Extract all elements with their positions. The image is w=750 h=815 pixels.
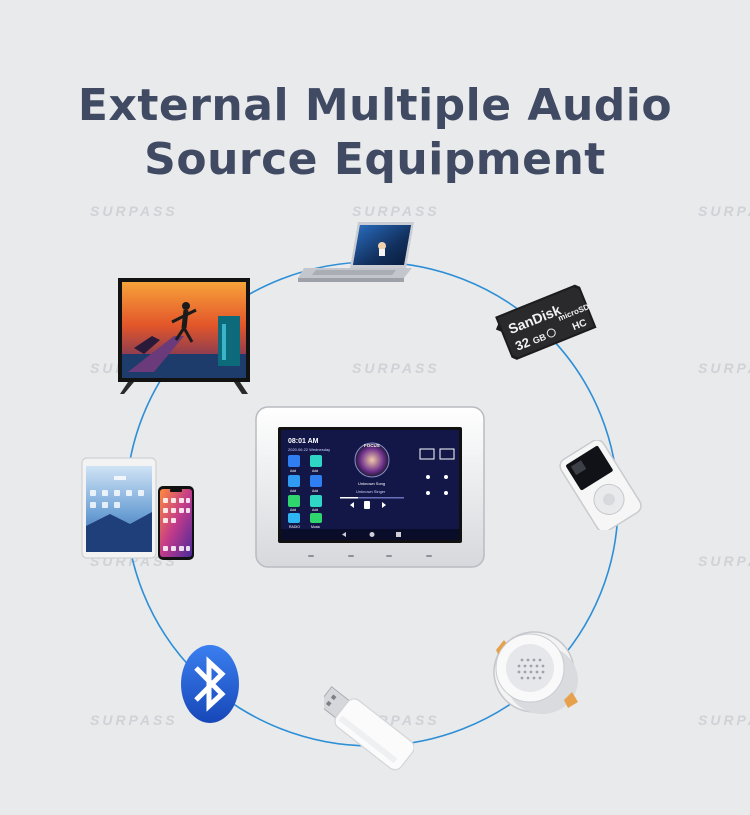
laptop-icon xyxy=(298,222,414,282)
panel-time: 08:01 AM xyxy=(288,438,319,445)
smartphone-icon xyxy=(158,486,194,560)
app-label: Music xyxy=(311,525,320,529)
watermark: SURPASS xyxy=(352,203,440,219)
watermark: SURPASS xyxy=(698,553,750,569)
song-title: Unknown Song xyxy=(358,481,385,486)
watermark: SURPASS xyxy=(698,712,750,728)
tablet-icon xyxy=(81,457,157,559)
tv-icon xyxy=(118,278,250,394)
page-title-line1: External Multiple Audio xyxy=(77,80,673,131)
sd-capacity: 32 xyxy=(513,334,532,353)
app-label: Add xyxy=(312,469,318,473)
ceiling-speaker-icon xyxy=(493,631,578,714)
app-label: RADIO xyxy=(289,525,300,529)
watermark: SURPASS xyxy=(698,203,750,219)
sd-unit: GB xyxy=(531,332,548,347)
sd-hc: HC xyxy=(571,317,589,333)
song-singer: Unknown Singer xyxy=(356,489,386,494)
page-title-line2: Source Equipment xyxy=(144,134,606,185)
app-label: Add xyxy=(312,489,318,493)
watermark: SURPASS xyxy=(90,712,178,728)
sd-card-icon: SanDisk 32 GB microSD HC xyxy=(495,284,597,360)
app-label: Add xyxy=(290,508,296,512)
mp3-player-icon xyxy=(559,440,642,530)
bluetooth-icon xyxy=(181,645,239,723)
album-text: FOCUS xyxy=(364,443,380,448)
app-label: Add xyxy=(290,469,296,473)
watermark: SURPASS xyxy=(90,203,178,219)
watermark: SURPASS xyxy=(352,360,440,376)
panel-date: 2020.06.22 Wednesday xyxy=(288,447,330,452)
watermark: SURPASS xyxy=(698,360,750,376)
app-label: Add xyxy=(312,508,318,512)
usb-drive-icon xyxy=(324,686,414,771)
center-panel: 08:01 AM 2020.06.22 Wednesday Add Add Ad… xyxy=(255,406,485,568)
app-label: Add xyxy=(290,489,296,493)
